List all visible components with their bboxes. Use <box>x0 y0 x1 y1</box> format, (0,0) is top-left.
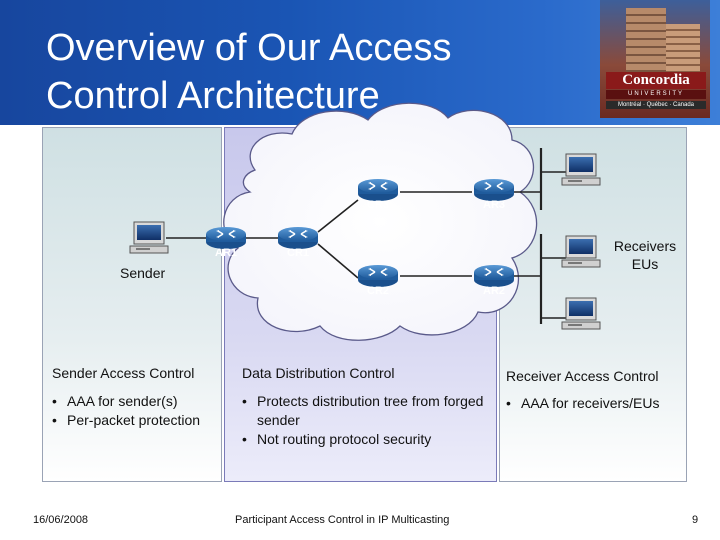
university-logo: Concordia UNIVERSITY Montréal · Québec ·… <box>600 0 710 118</box>
slide-title-line2: Control Architecture <box>46 75 380 117</box>
sender-label: Sender <box>120 265 166 281</box>
sender-access-bullets: AAA for sender(s) Per-packet protection <box>52 392 222 430</box>
receiver-computer-icon-3 <box>561 297 601 330</box>
logo-building-image-2 <box>666 24 700 78</box>
data-distribution-bullets: Protects distribution tree from forged s… <box>242 392 487 449</box>
router-ar2-label: AR2 <box>483 285 505 297</box>
receivers-label: Receivers EUs <box>613 238 677 272</box>
router-ar1-label: AR1 <box>215 247 237 259</box>
data-distribution-heading: Data Distribution Control <box>242 365 395 381</box>
bullet-item: AAA for receivers/EUs <box>506 394 684 413</box>
router-cr1-label: CR1 <box>287 247 309 259</box>
footer-date: 16/06/2008 <box>33 514 89 526</box>
router-ar3-label: AR3 <box>483 199 505 211</box>
bullet-item: Per-packet protection <box>52 411 222 430</box>
logo-building-image <box>626 8 666 78</box>
router-ar1: AR1 <box>205 226 247 259</box>
slide-title-line1: Overview of Our Access <box>46 27 452 69</box>
router-cr3: CR3 <box>357 178 399 211</box>
router-ar2: AR2 <box>473 264 515 297</box>
bullet-item: AAA for sender(s) <box>52 392 222 411</box>
footer-page-number: 9 <box>692 514 699 526</box>
network-links <box>166 148 566 324</box>
router-ar3: AR3 <box>473 178 515 211</box>
receiver-computer-icon-2 <box>561 235 601 268</box>
slide-title: Overview of Our Access Control Architect… <box>46 24 566 120</box>
router-cr3-label: CR3 <box>367 199 389 211</box>
logo-subtitle: UNIVERSITY <box>606 90 706 99</box>
network-cloud <box>223 102 538 341</box>
router-cr1: CR1 <box>277 226 319 259</box>
router-cr2: CR2 <box>357 264 399 297</box>
link-cr1-cr2 <box>317 243 359 279</box>
router-cr2-label: CR2 <box>367 285 389 297</box>
footer-title: Participant Access Control in IP Multica… <box>235 514 450 526</box>
link-cr1-cr3 <box>317 199 359 233</box>
logo-tagline: Montréal · Québec · Canada <box>606 101 706 109</box>
bullet-item: Protects distribution tree from forged s… <box>242 392 487 430</box>
sender-computer-icon <box>129 221 169 254</box>
receiver-access-bullets: AAA for receivers/EUs <box>506 394 684 413</box>
logo-wordmark: Concordia <box>606 72 706 89</box>
sender-access-heading: Sender Access Control <box>52 365 195 381</box>
receiver-access-heading: Receiver Access Control <box>506 368 659 384</box>
receiver-computer-icon-1 <box>561 153 601 186</box>
bullet-item: Not routing protocol security <box>242 430 487 449</box>
